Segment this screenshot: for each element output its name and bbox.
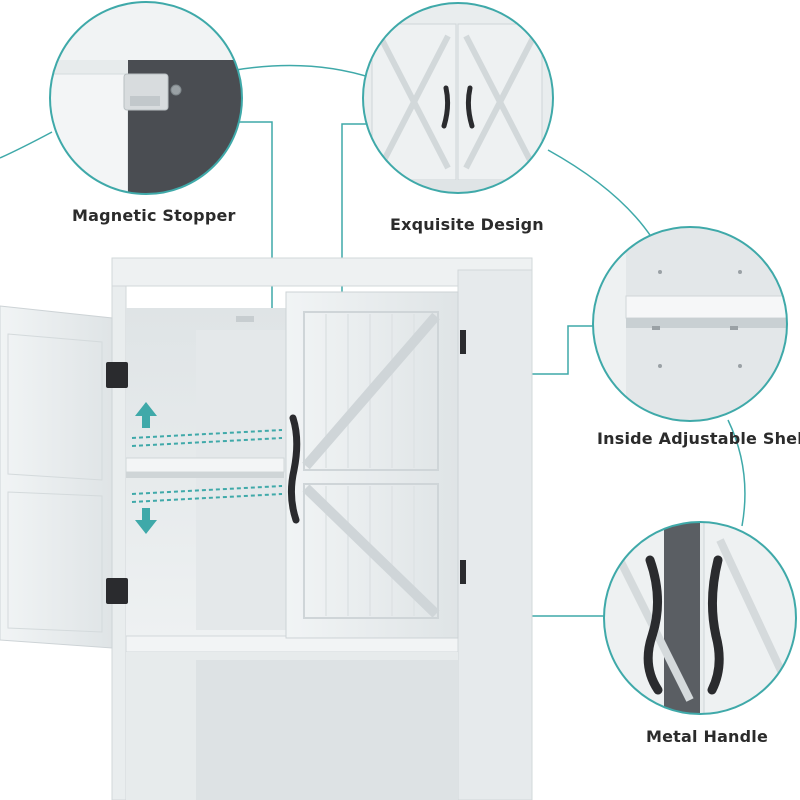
connector-stopper xyxy=(232,121,273,310)
connector-arc-left xyxy=(0,131,53,159)
interior-shelf xyxy=(125,457,285,473)
cabinet-back-panel xyxy=(196,330,286,630)
hinge-upper xyxy=(106,362,128,388)
detail-circle-exquisite-design xyxy=(362,2,554,194)
magnetic-stopper-small xyxy=(236,316,254,322)
cabinet-open-bay-back xyxy=(196,660,458,800)
arrow-down-icon xyxy=(135,508,157,534)
detail-circle-adjustable-shelf xyxy=(592,226,788,422)
label-inside-adjustable-shelf: Inside Adjustable Shelf xyxy=(597,429,800,448)
handle-left-detail xyxy=(643,555,663,695)
label-magnetic-stopper: Magnetic Stopper xyxy=(72,206,236,225)
detail-circle-metal-handle xyxy=(603,521,797,715)
connector-arc-right xyxy=(547,149,653,239)
connector-arc-lower-right xyxy=(727,419,746,527)
hinge-lower xyxy=(106,578,128,604)
door-handle xyxy=(287,414,301,524)
open-left-door xyxy=(0,305,128,649)
connector-arc-top xyxy=(235,64,373,79)
closed-barn-door xyxy=(285,291,466,639)
arrow-up-icon xyxy=(135,402,157,428)
detail-circle-magnetic-stopper xyxy=(49,1,243,195)
cabinet-right-side xyxy=(457,269,533,800)
handle-right-detail xyxy=(707,555,724,695)
label-metal-handle: Metal Handle xyxy=(646,727,769,746)
interior-shelf-shadow xyxy=(126,472,284,478)
cabinet xyxy=(111,257,533,800)
label-exquisite-design: Exquisite Design xyxy=(390,215,544,234)
